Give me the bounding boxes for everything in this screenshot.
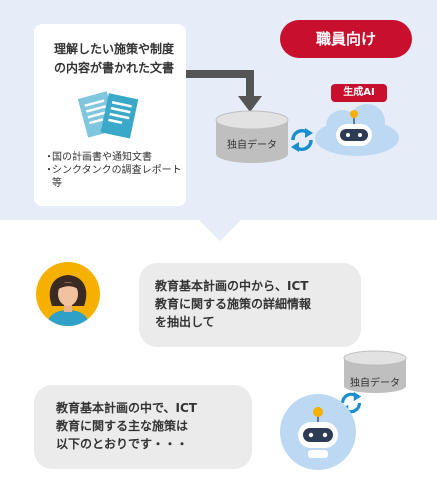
flow-arrow: [186, 70, 262, 112]
database-label: 独自データ: [227, 140, 277, 151]
panel-pointer: [198, 219, 242, 241]
document-heading-line-2: の内容が書かれた文書: [53, 61, 174, 75]
database-label: 独自データ: [350, 378, 400, 389]
list-item: ・国の計画書や通知文書: [44, 152, 152, 163]
document-card: 理解したい施策や制度 の内容が書かれた文書 ・国の計画書や通知文書 ・シンクタン…: [34, 24, 186, 206]
ai-message-text: 教育基本計画の中で、ICT 教育に関する主な施策は 以下のとおりです・・・: [56, 401, 197, 451]
sync-icon: [291, 128, 313, 152]
user-message-bubble: 教育基本計画の中から、ICT 教育に関する施策の詳細情報 を抽出して: [139, 263, 361, 347]
document-heading-line-1: 理解したい施策や制度: [53, 42, 174, 56]
document-examples-list: ・国の計画書や通知文書 ・シンクタンクの調査レポート 等: [44, 151, 184, 190]
document-heading: 理解したい施策や制度 の内容が書かれた文書: [44, 40, 184, 78]
database-icon: [343, 350, 407, 393]
ai-robot-avatar-icon: [280, 394, 356, 470]
documents-icon: [78, 91, 139, 139]
generative-ai-label: 生成AI: [331, 84, 387, 102]
list-item: ・シンクタンクの調査レポート 等: [44, 165, 182, 189]
staff-tag: 職員向け: [280, 20, 412, 58]
user-message-text: 教育基本計画の中から、ICT 教育に関する施策の詳細情報 を抽出して: [155, 279, 312, 329]
database-icon: [215, 110, 289, 163]
ai-message-bubble: 教育基本計画の中で、ICT 教育に関する主な施策は 以下のとおりです・・・: [34, 385, 252, 469]
user-avatar-icon: [36, 262, 100, 326]
ai-cloud-icon: [315, 104, 399, 156]
